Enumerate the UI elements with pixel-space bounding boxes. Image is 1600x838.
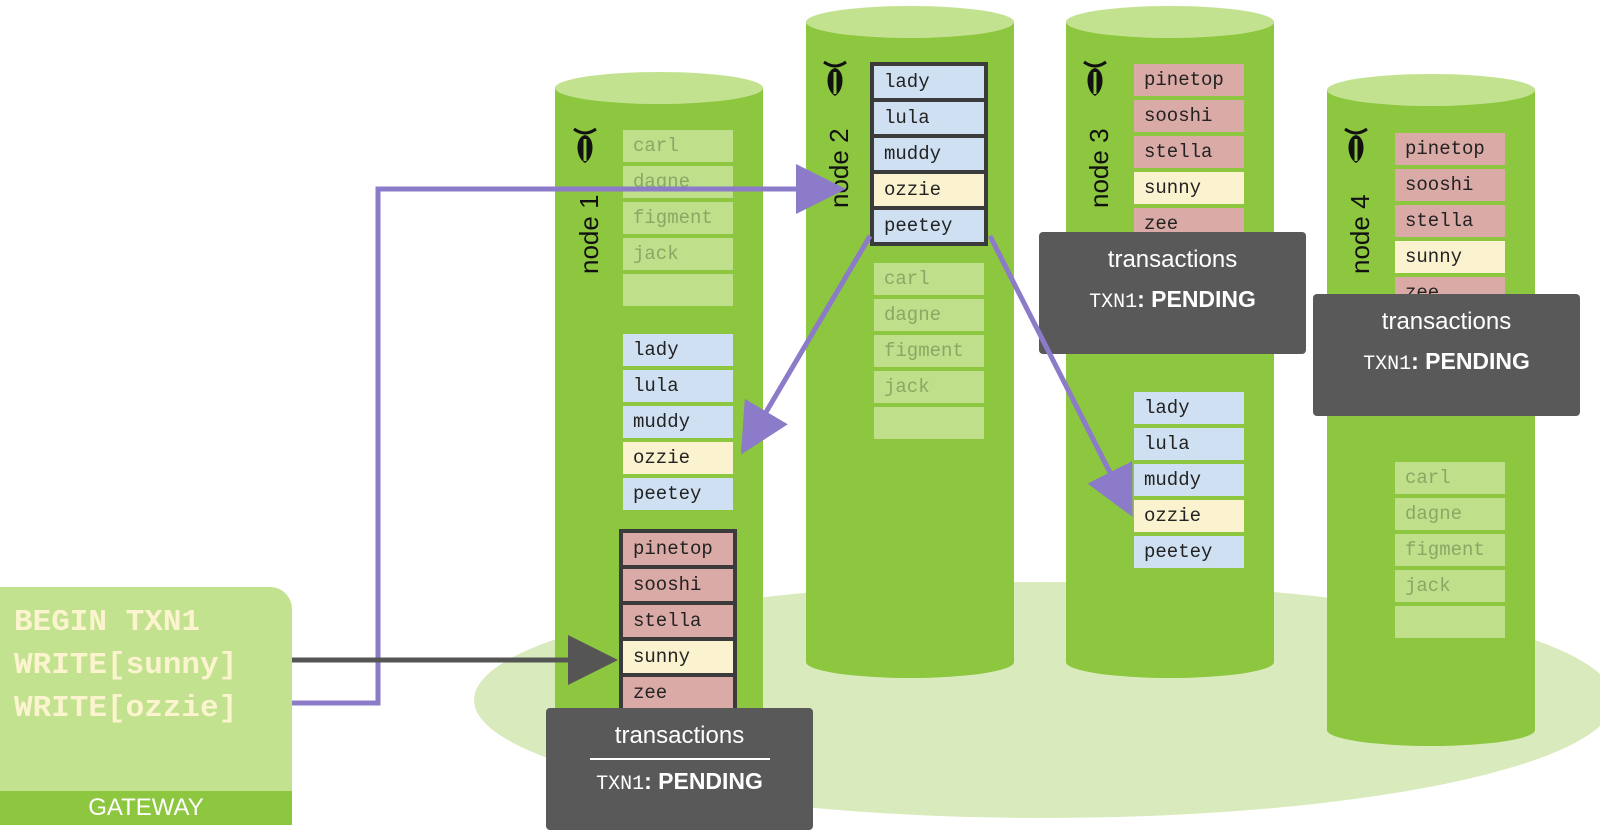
node-4-transactions-panel: transactions TXN1: PENDING — [1313, 294, 1580, 416]
range-key: carl — [623, 130, 733, 162]
range-key: ozzie — [874, 174, 984, 206]
range-key: peetey — [623, 478, 733, 510]
range-key: peetey — [1134, 536, 1244, 568]
range-key: sunny — [1395, 241, 1505, 273]
range-key: zee — [623, 677, 733, 709]
range-key: sooshi — [1134, 100, 1244, 132]
node-1-range-b: lady lula muddy ozzie peetey — [623, 334, 733, 510]
node-3-transactions-panel: transactions TXN1: PENDING — [1039, 232, 1306, 354]
range-key: figment — [874, 335, 984, 367]
arrow-replicate-node-3 — [987, 234, 1133, 517]
node-2-range-b-leaseholder: lady lula muddy ozzie peetey — [870, 62, 988, 246]
node-1-range-a: carl dagne figment jack — [623, 130, 733, 306]
range-key: muddy — [1134, 464, 1244, 496]
range-key: lady — [623, 334, 733, 366]
range-key: figment — [1395, 534, 1505, 566]
txn-sep: : — [1411, 348, 1426, 374]
node-2-range-a: carl dagne figment jack — [874, 263, 984, 439]
gateway-line: WRITE[sunny] — [14, 648, 238, 683]
cockroach-icon — [1344, 127, 1368, 163]
range-key: ozzie — [1134, 500, 1244, 532]
node-3-range-c: pinetop sooshi stella sunny zee — [1134, 64, 1244, 240]
range-key: dagne — [874, 299, 984, 331]
panel-divider — [589, 758, 770, 760]
range-key: dagne — [1395, 498, 1505, 530]
range-key: pinetop — [1134, 64, 1244, 96]
range-key: stella — [1395, 205, 1505, 237]
range-key: sunny — [1134, 172, 1244, 204]
range-key: jack — [1395, 570, 1505, 602]
range-key: carl — [1395, 462, 1505, 494]
range-key: carl — [874, 263, 984, 295]
node-1-range-c-leaseholder: pinetop sooshi stella sunny zee — [619, 529, 737, 713]
txn-status: PENDING — [1151, 286, 1256, 312]
gateway-line: BEGIN TXN1 — [14, 605, 201, 640]
range-key: lula — [1134, 428, 1244, 460]
node-3-range-b: lady lula muddy ozzie peetey — [1134, 392, 1244, 568]
txn-id: TXN1 — [1363, 353, 1412, 376]
range-key: muddy — [874, 138, 984, 170]
range-key: pinetop — [623, 533, 733, 565]
txn-id: TXN1 — [1089, 291, 1138, 314]
range-key: figment — [623, 202, 733, 234]
range-key: peetey — [874, 210, 984, 242]
range-key: pinetop — [1395, 133, 1505, 165]
range-key: lula — [623, 370, 733, 402]
arrow-replicate-node-1 — [740, 234, 873, 455]
node-4-range-c: pinetop sooshi stella sunny zee — [1395, 133, 1505, 309]
node-4-range-a: carl dagne figment jack — [1395, 462, 1505, 638]
range-key: lady — [1134, 392, 1244, 424]
cockroach-icon — [1083, 60, 1107, 96]
range-key — [1395, 606, 1505, 638]
txn-status: PENDING — [1425, 348, 1530, 374]
cockroach-icon — [573, 127, 597, 163]
panel-title: transactions — [614, 722, 745, 749]
range-key: sunny — [623, 641, 733, 673]
txn-sep: : — [1137, 286, 1152, 312]
range-key: sooshi — [1395, 169, 1505, 201]
txn-id: TXN1 — [596, 773, 645, 796]
txn-sep: : — [644, 768, 659, 794]
cockroach-icon — [823, 60, 847, 96]
range-key: stella — [1134, 136, 1244, 168]
range-key: lula — [874, 102, 984, 134]
range-key: stella — [623, 605, 733, 637]
panel-title: transactions — [1107, 246, 1238, 273]
txn-status: PENDING — [658, 768, 763, 794]
range-key — [623, 274, 733, 306]
gateway-line: WRITE[ozzie] — [14, 691, 238, 726]
range-key: ozzie — [623, 442, 733, 474]
range-key: sooshi — [623, 569, 733, 601]
range-key — [874, 407, 984, 439]
range-key: muddy — [623, 406, 733, 438]
panel-title: transactions — [1381, 308, 1512, 335]
range-key: jack — [874, 371, 984, 403]
gateway-label: GATEWAY — [0, 791, 292, 825]
node-1-transactions-panel: transactions TXN1: PENDING — [546, 708, 813, 830]
range-key: jack — [623, 238, 733, 270]
arrow-write-ozzie-to-leaseholder — [292, 164, 846, 706]
range-key: lady — [874, 66, 984, 98]
